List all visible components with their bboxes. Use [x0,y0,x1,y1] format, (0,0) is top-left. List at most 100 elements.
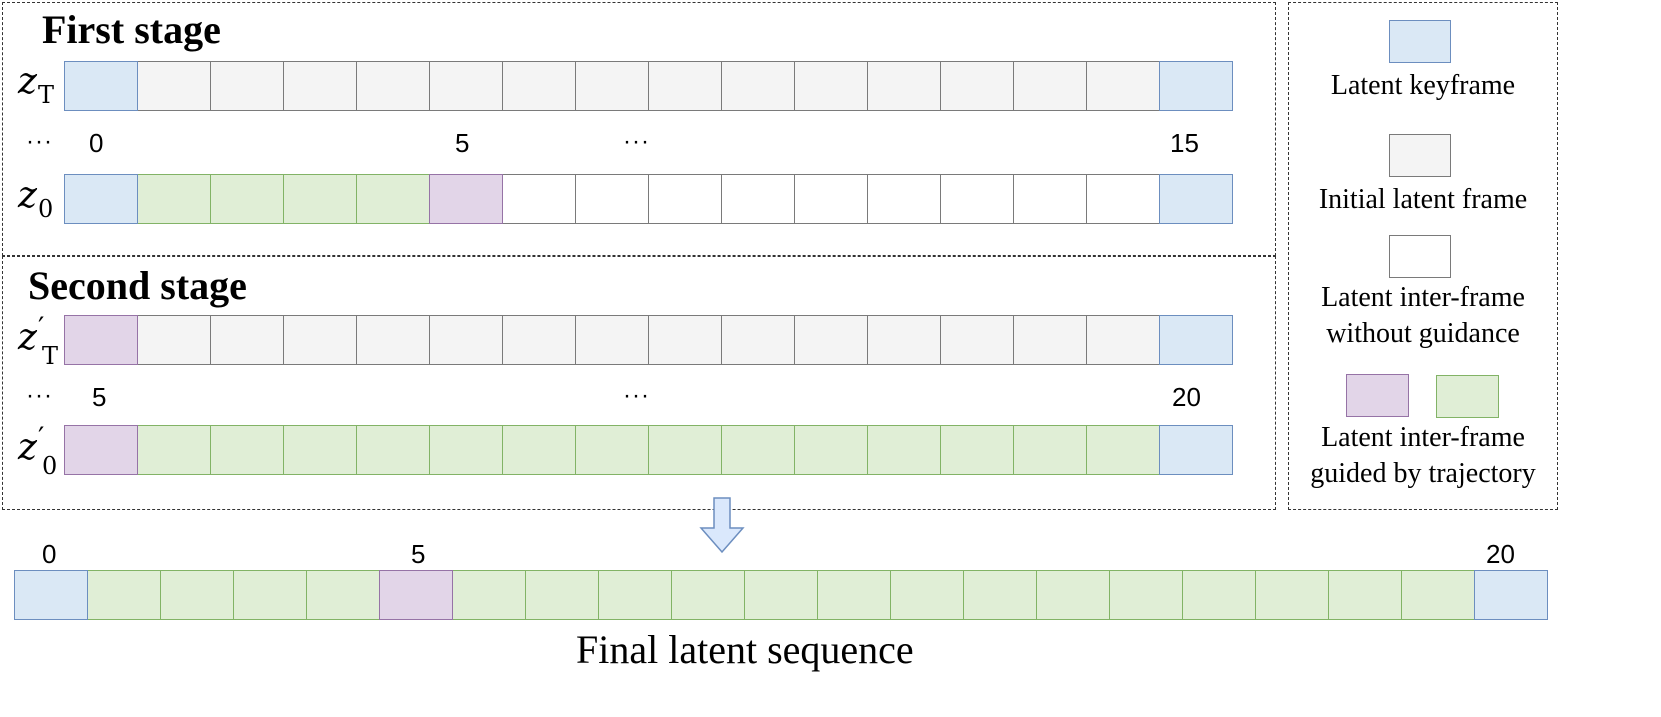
second-stage-z0-prime-label: z′0 [18,421,58,480]
first-stage-zT-label: zT [18,61,54,109]
unguided-frame-cell [721,174,795,224]
trajectory-frame-cell [721,425,795,475]
initial-frame-cell [283,61,357,111]
keyframe-cell [1159,425,1233,475]
trajectory-frame-cell [890,570,964,620]
keyframe-cell [1474,570,1548,620]
legend-label-without-guidance-line1: Latent inter-frame [1321,282,1525,313]
second-stage-dots-left: ··· [26,382,53,409]
legend-swatch-without-guidance [1389,235,1451,278]
first-stage-title: First stage [42,7,221,52]
second-stage-index-20: 20 [1172,382,1201,412]
guided-start-frame-cell [379,570,453,620]
initial-frame-cell [502,61,576,111]
second-stage-zT-prime-row [64,315,1233,365]
trajectory-frame-cell [1086,425,1160,475]
keyframe-cell [1159,174,1233,224]
down-arrow-icon [699,497,745,554]
legend-swatch-guided-green [1436,375,1499,418]
second-stage-zT-prime-label: z′T [18,311,59,370]
final-index-0: 0 [42,539,57,569]
trajectory-frame-cell [817,570,891,620]
initial-frame-cell [940,315,1014,365]
trajectory-frame-cell [210,174,284,224]
unguided-frame-cell [648,174,722,224]
unguided-frame-cell [502,174,576,224]
trajectory-frame-cell [356,425,430,475]
trajectory-frame-cell [87,570,161,620]
initial-frame-cell [137,61,211,111]
keyframe-cell [14,570,88,620]
initial-frame-cell [1086,315,1160,365]
initial-frame-cell [1086,61,1160,111]
initial-frame-cell [867,315,941,365]
trajectory-frame-cell [867,425,941,475]
trajectory-frame-cell [233,570,307,620]
trajectory-frame-cell [502,425,576,475]
initial-frame-cell [429,315,503,365]
legend-swatch-keyframe [1389,20,1451,63]
trajectory-frame-cell [356,174,430,224]
first-stage-z0-label: z0 [18,175,54,223]
legend-panel [1288,2,1558,510]
trajectory-frame-cell [648,425,722,475]
initial-frame-cell [794,315,868,365]
legend-label-guided-line2: guided by trajectory [1310,458,1536,490]
trajectory-frame-cell [1013,425,1087,475]
trajectory-frame-cell [137,425,211,475]
initial-frame-cell [940,61,1014,111]
keyframe-cell [64,61,138,111]
trajectory-frame-cell [1401,570,1475,620]
legend-swatch-initial [1389,134,1451,177]
final-sequence-label: Final latent sequence [576,627,914,672]
initial-frame-cell [137,315,211,365]
first-stage-z0-row [64,174,1233,224]
keyframe-cell [1159,315,1233,365]
second-stage-z0-prime-row [64,425,1233,475]
initial-frame-cell [721,315,795,365]
unguided-frame-cell [1013,174,1087,224]
first-stage-index-5: 5 [455,128,470,158]
initial-frame-cell [575,315,649,365]
legend-label-guided-line1: Latent inter-frame [1321,422,1525,453]
trajectory-frame-cell [1182,570,1256,620]
trajectory-frame-cell [137,174,211,224]
initial-frame-cell [210,61,284,111]
first-stage-index-15: 15 [1170,128,1199,158]
second-stage-title: Second stage [28,263,247,308]
trajectory-frame-cell [575,425,649,475]
initial-frame-cell [794,61,868,111]
unguided-frame-cell [575,174,649,224]
first-stage-dots-left: ··· [26,128,53,155]
trajectory-frame-cell [794,425,868,475]
guided-start-frame-cell [64,425,138,475]
initial-frame-cell [210,315,284,365]
initial-frame-cell [1013,315,1087,365]
unguided-frame-cell [794,174,868,224]
initial-frame-cell [648,61,722,111]
initial-frame-cell [356,61,430,111]
unguided-frame-cell [867,174,941,224]
trajectory-frame-cell [1328,570,1402,620]
trajectory-frame-cell [940,425,1014,475]
trajectory-frame-cell [598,570,672,620]
trajectory-frame-cell [1109,570,1183,620]
guided-start-frame-cell [64,315,138,365]
trajectory-frame-cell [1255,570,1329,620]
trajectory-frame-cell [306,570,380,620]
final-index-5: 5 [411,539,426,569]
first-stage-index-0: 0 [89,128,104,158]
legend-label-keyframe: Latent keyframe [1330,70,1516,101]
keyframe-cell [64,174,138,224]
trajectory-frame-cell [525,570,599,620]
initial-frame-cell [721,61,795,111]
final-index-20: 20 [1486,539,1515,569]
legend-label-initial: Initial latent frame [1318,184,1528,215]
initial-frame-cell [648,315,722,365]
initial-frame-cell [1013,61,1087,111]
trajectory-frame-cell [160,570,234,620]
legend-label-without-guidance-line2: without guidance [1326,318,1520,350]
guided-start-frame-cell [429,174,503,224]
trajectory-frame-cell [429,425,503,475]
unguided-frame-cell [1086,174,1160,224]
